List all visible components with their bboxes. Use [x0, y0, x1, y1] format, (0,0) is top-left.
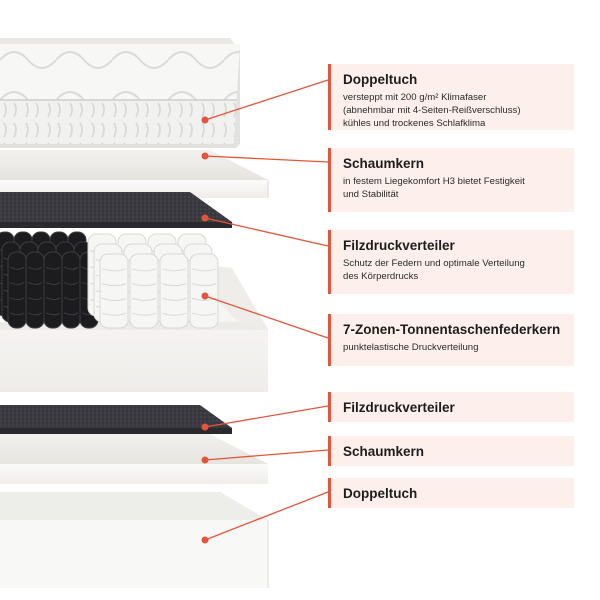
label-doppeltuch-bottom: Doppeltuch	[328, 478, 574, 508]
spring-pocket	[99, 253, 129, 329]
spring-pocket	[159, 253, 189, 329]
spring-seam	[161, 283, 187, 287]
connector-line	[204, 491, 329, 541]
label-line: des Körperdrucks	[343, 271, 419, 282]
connector-line	[204, 79, 329, 121]
layer-filz-top	[0, 192, 232, 228]
spring-pocket	[129, 253, 159, 329]
spring-seam	[131, 312, 157, 316]
connector-line	[204, 405, 329, 428]
connector-dot	[201, 536, 209, 544]
label-title: Doppeltuch	[343, 72, 418, 87]
spring-seam	[27, 266, 43, 270]
spring-seam	[63, 281, 79, 285]
spring-seam	[161, 268, 187, 272]
spring-seam	[131, 268, 157, 272]
connector-lines	[201, 79, 329, 544]
label-filz-bottom: Filzdruckverteiler	[328, 392, 574, 422]
spring-pocket	[7, 251, 27, 329]
label-doppeltuch-top: Doppeltuch versteppt mit 200 g/m² Klimaf…	[328, 64, 574, 130]
spring-seam	[63, 266, 79, 270]
connector-line	[204, 155, 329, 163]
layer-filz-bottom	[0, 405, 232, 434]
label-title: Filzdruckverteiler	[343, 238, 455, 253]
label-title: Schaumkern	[343, 444, 425, 459]
label-description: versteppt mit 200 g/m² Klimafaser (abneh…	[343, 91, 574, 130]
layer-schaumkern-bottom	[0, 434, 268, 484]
connector-dot	[201, 292, 209, 300]
spring-pocket	[189, 253, 219, 329]
label-line: punktelastische Druckverteilung	[343, 342, 479, 353]
spring-pocket	[61, 251, 81, 329]
spring-seam	[161, 297, 187, 301]
spring-seam	[45, 266, 61, 270]
connector-dot	[201, 116, 209, 124]
label-line: Schutz der Federn und optimale Verteilun…	[343, 258, 525, 269]
spring-seam	[45, 281, 61, 285]
label-line: und Stabilität	[343, 189, 399, 200]
label-description: Schutz der Federn und optimale Verteilun…	[343, 257, 574, 283]
label-schaumkern-top: Schaumkern in festem Liegekomfort H3 bie…	[328, 148, 574, 212]
label-line: in festem Liegekomfort H3 bietet Festigk…	[343, 176, 525, 187]
spring-seam	[9, 312, 25, 316]
label-description: punktelastische Druckverteilung	[343, 341, 574, 354]
spring-seam	[191, 283, 217, 287]
connector-dot	[201, 152, 209, 160]
label-filz-top: Filzdruckverteiler Schutz der Federn und…	[328, 230, 574, 294]
spring-seam	[63, 312, 79, 316]
connector-line	[204, 449, 329, 461]
spring-pocket	[25, 251, 45, 329]
label-line: (abnehmbar mit 4-Seiten-Reißverschluss)	[343, 105, 521, 116]
spring-pocket	[43, 251, 63, 329]
spring-seam	[101, 312, 127, 316]
label-line: versteppt mit 200 g/m² Klimafaser	[343, 92, 487, 103]
spring-seam	[131, 297, 157, 301]
spring-seam	[9, 297, 25, 301]
connector-line	[204, 295, 329, 339]
spring-seam	[191, 268, 217, 272]
connector-dot	[201, 214, 209, 222]
spring-seam	[9, 266, 25, 270]
connector-dot	[201, 423, 209, 431]
spring-seam	[45, 312, 61, 316]
connector-dot	[201, 456, 209, 464]
spring-seam	[101, 268, 127, 272]
spring-seam	[27, 297, 43, 301]
spring-seam	[161, 312, 187, 316]
connector-line	[204, 217, 329, 247]
spring-seam	[131, 283, 157, 287]
spring-seam	[27, 281, 43, 285]
spring-seam	[191, 312, 217, 316]
label-line: kühles und trockenes Schlafklima	[343, 118, 486, 129]
spring-seam	[101, 283, 127, 287]
label-title: 7-Zonen-Tonnentaschenfederkern	[343, 322, 561, 337]
layer-doppeltuch-top	[0, 38, 240, 148]
layer-doppeltuch-bottom	[0, 492, 269, 588]
spring-seam	[9, 281, 25, 285]
layer-federkern	[0, 231, 268, 392]
spring-seam	[101, 297, 127, 301]
label-title: Doppeltuch	[343, 486, 418, 501]
label-title: Filzdruckverteiler	[343, 400, 455, 415]
label-schaumkern-bottom: Schaumkern	[328, 436, 574, 466]
label-federkern: 7-Zonen-Tonnentaschenfederkern punktelas…	[328, 314, 574, 366]
spring-seam	[63, 297, 79, 301]
label-description: in festem Liegekomfort H3 bietet Festigk…	[343, 175, 574, 201]
spring-seam	[27, 312, 43, 316]
label-title: Schaumkern	[343, 156, 425, 171]
spring-seam	[45, 297, 61, 301]
